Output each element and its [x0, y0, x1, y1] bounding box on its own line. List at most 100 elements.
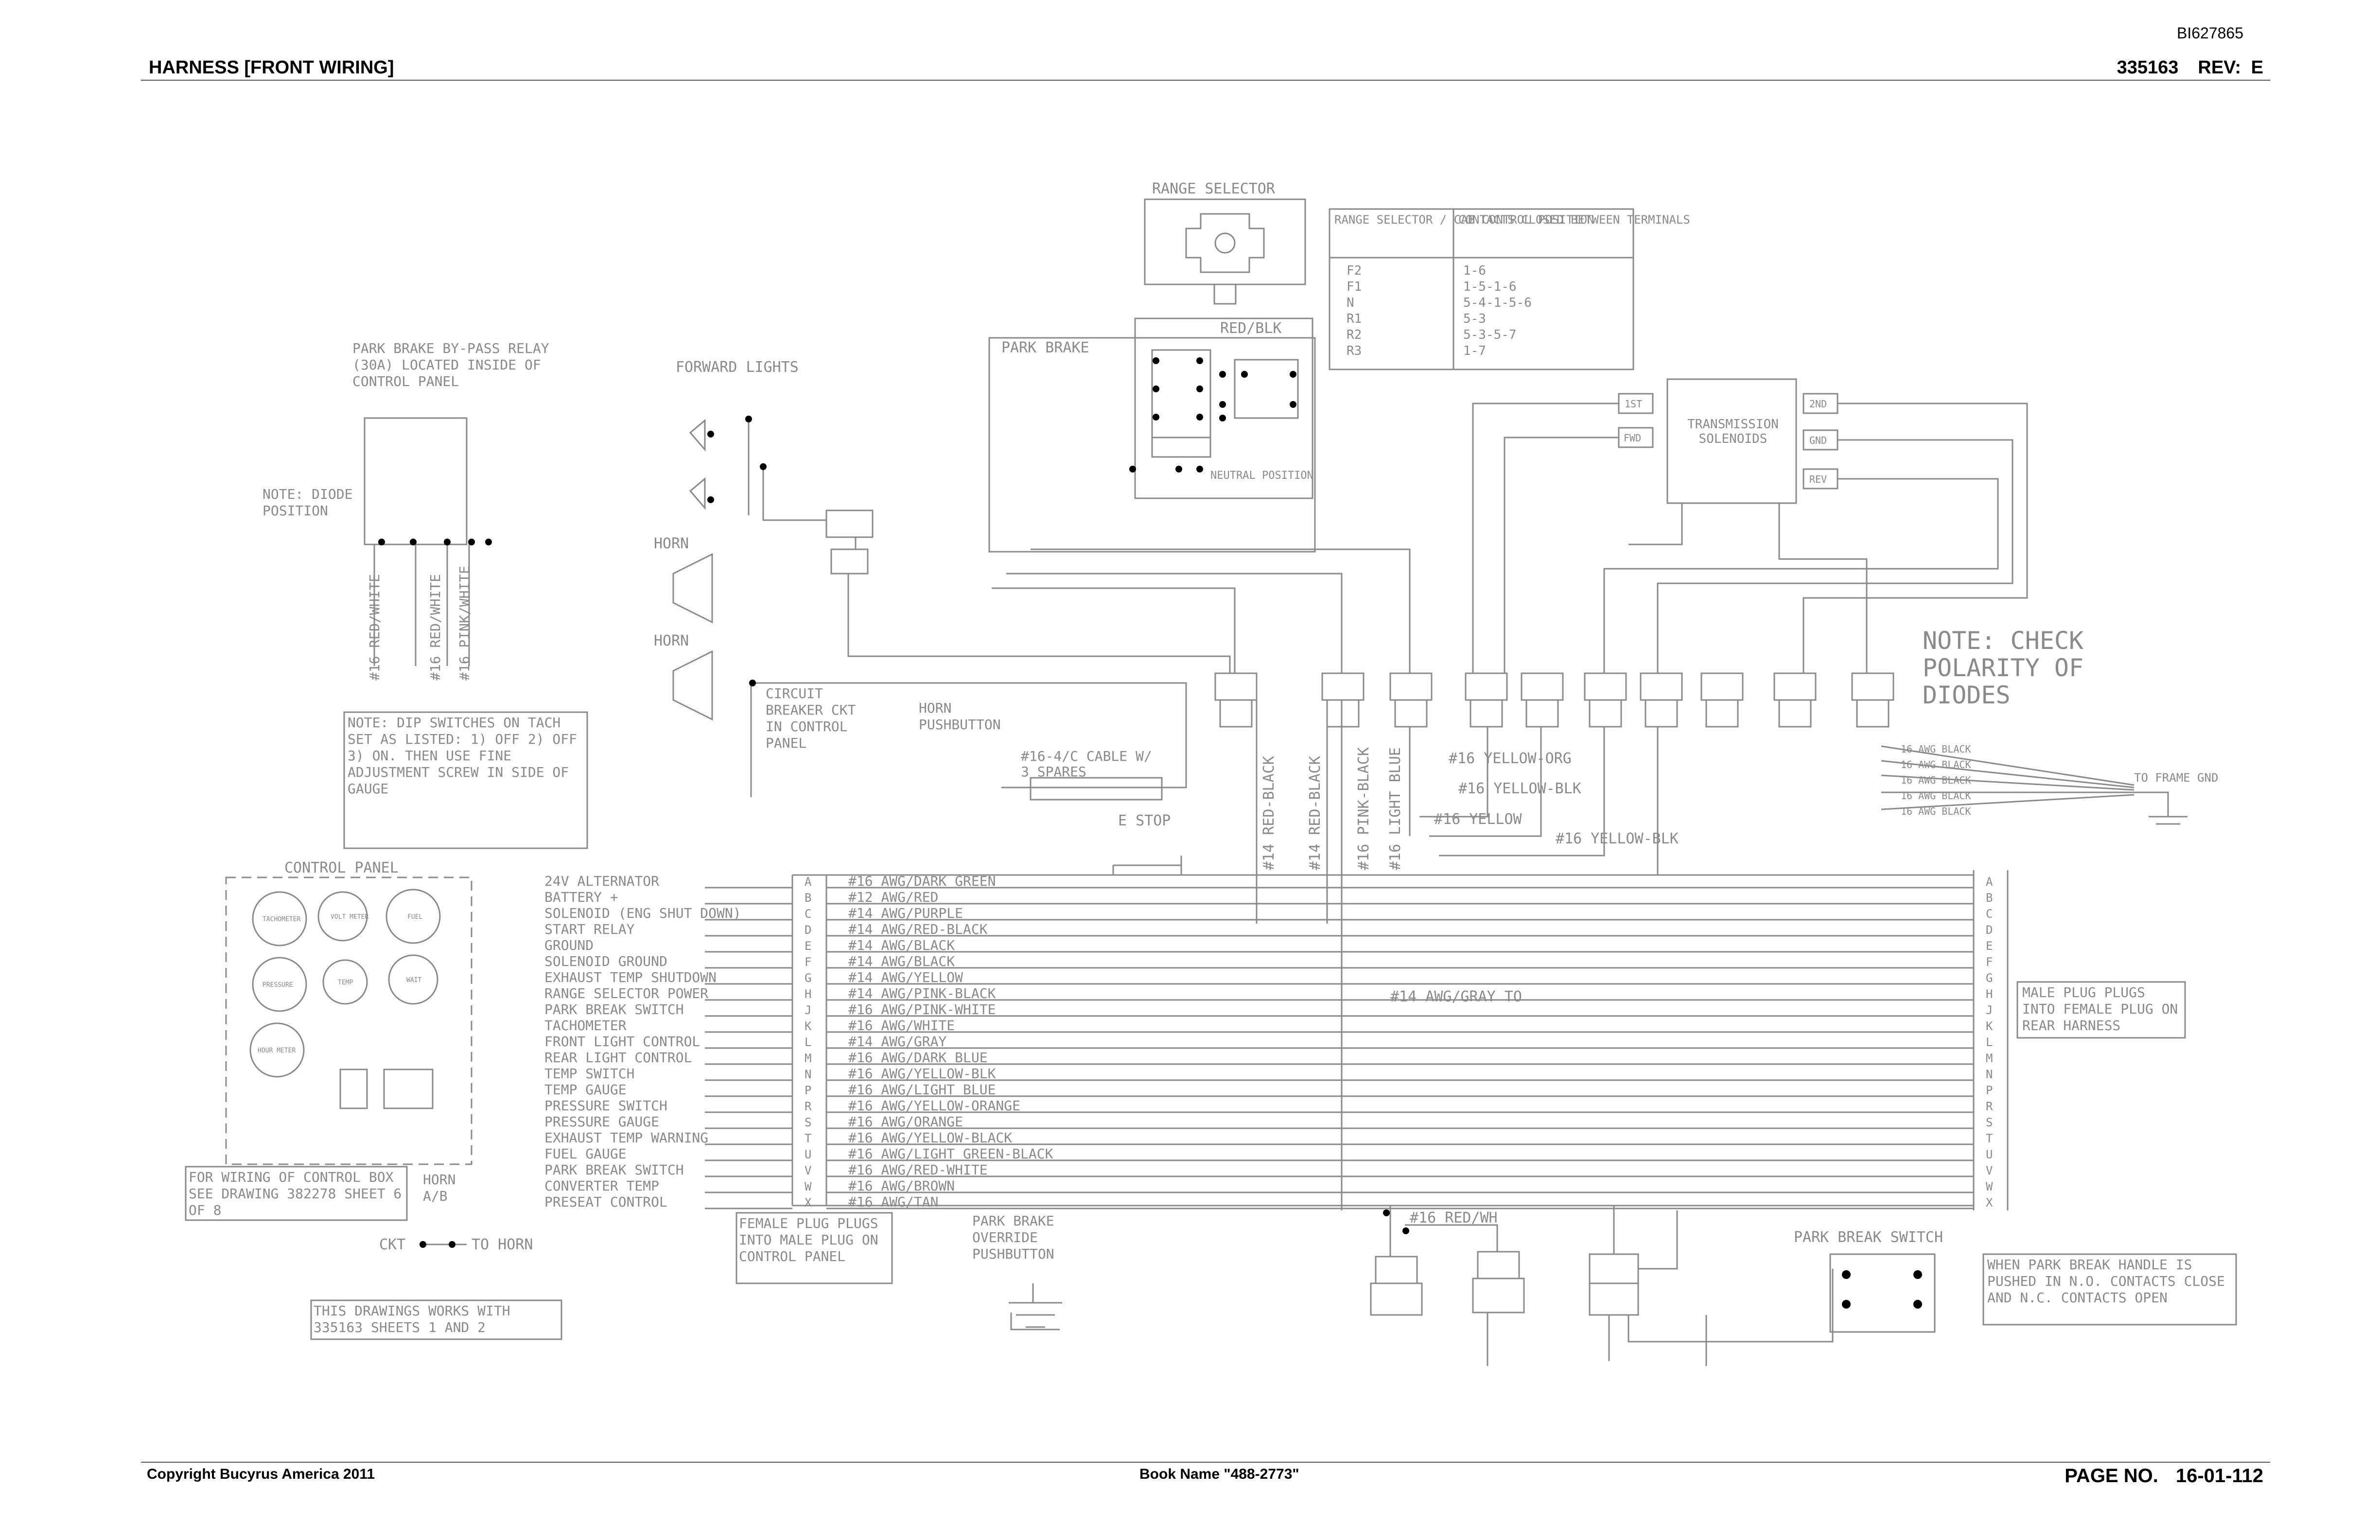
solenoid-label-rev: REV: [1809, 473, 1827, 485]
function-label: PARK BREAK SWITCH: [544, 1162, 684, 1178]
function-label: BATTERY +: [544, 889, 618, 905]
vertical-wire-label-2: #14 RED-BLACK: [1307, 756, 1324, 870]
yellow-wire-label-4: #16 YELLOW-BLK: [1556, 830, 1679, 847]
pin-label: M: [1986, 1051, 1993, 1065]
frame-ground-symbol: [2134, 791, 2188, 825]
horn-symbols: [672, 553, 713, 721]
transmission-solenoid-box: [1666, 378, 1797, 504]
range-table-cell: 5-3-5-7: [1463, 328, 1517, 342]
wire-rev: [1603, 478, 1999, 673]
pin-label: S: [1986, 1116, 1993, 1129]
wire-yellow-org: [1419, 727, 1488, 818]
works-with-note-box: [310, 1299, 562, 1340]
function-label: GROUND: [544, 937, 594, 953]
wire-label: #14 AWG/BLACK: [848, 953, 955, 969]
pin-label: N: [805, 1068, 811, 1081]
range-table-cell: R3: [1347, 344, 1362, 358]
pin-label: X: [1986, 1196, 1993, 1209]
light-wires: [748, 418, 827, 521]
gauge-label: HOUR METER: [258, 1047, 296, 1054]
neutral-relay-box: [1134, 317, 1313, 499]
park-handle-note-box: [1982, 1253, 2237, 1326]
range-table-cell: 5-3: [1463, 312, 1486, 326]
horn-avb-label: HORN A/B: [423, 1172, 455, 1204]
wire-label: #16 AWG/PINK-WHITE: [848, 1001, 996, 1017]
pin-label: X: [805, 1196, 812, 1209]
ground-wire-label: 16 AWG BLACK: [1901, 774, 1971, 786]
function-label: EXHAUST TEMP WARNING: [544, 1130, 708, 1146]
gray-wire-label: #14 AWG/GRAY TO: [1390, 988, 1522, 1005]
relay-wire-label-3: #16 PINK/WHITE: [456, 566, 472, 681]
pin-label: A: [1986, 875, 1993, 889]
yellow-wire-label-1: #16 YELLOW-ORG: [1449, 750, 1572, 767]
main-harness-bus: [791, 870, 2009, 1210]
pin-label: D: [1986, 923, 1993, 937]
female-plug-note: FEMALE PLUG PLUGS INTO MALE PLUG ON CONT…: [739, 1215, 878, 1264]
range-selector-knob: [1185, 213, 1265, 273]
to-frame-gnd-label: TO FRAME GND: [2134, 771, 2218, 785]
wire-label: #16 AWG/RED-WHITE: [848, 1162, 988, 1178]
pin-label: G: [805, 971, 811, 985]
wire-solenoid-return: [1778, 503, 1868, 673]
function-label: PRESSURE GAUGE: [544, 1114, 659, 1130]
page-label: PAGE NO.: [2065, 1465, 2158, 1487]
bus-lines: [705, 887, 1974, 1209]
range-selector-connector: [1213, 283, 1237, 305]
bottom-connector-b: [1477, 1251, 1520, 1279]
control-box-note-box: [185, 1166, 408, 1221]
copyright: Copyright Bucyrus America 2011: [147, 1466, 375, 1482]
bottom-connector-a2: [1370, 1282, 1423, 1316]
relay-wire-label-2: #16 RED/WHITE: [427, 574, 443, 681]
note-diode-position: NOTE: DIODE POSITION: [262, 486, 352, 519]
ground-wire-label: 16 AWG BLACK: [1901, 805, 1971, 817]
bottom-wires: [1389, 1206, 1834, 1366]
horn-label-1: HORN: [654, 535, 689, 552]
page-title: HARNESS [FRONT WIRING]: [149, 57, 394, 78]
pin-label: U: [805, 1148, 811, 1161]
horn-pushbutton-label: HORN PUSHBUTTON: [919, 700, 1001, 733]
function-label: RANGE SELECTOR POWER: [544, 985, 708, 1001]
relay-block-b: [1234, 359, 1299, 419]
pin-label: M: [805, 1051, 811, 1065]
pin-label: E: [805, 939, 811, 953]
red-blk-label: RED/BLK: [1220, 320, 1281, 337]
female-plug-note-box: [735, 1212, 893, 1284]
range-table-cell: R1: [1347, 312, 1362, 326]
horn-label-2: HORN: [654, 632, 689, 649]
function-label: 24V ALTERNATOR: [544, 873, 659, 889]
relay-wire-label-1: #16 RED/WHITE: [367, 574, 383, 681]
park-brake-label: PARK BRAKE: [1001, 339, 1089, 356]
relay-block-c: [1151, 437, 1211, 458]
wire-label: #16 AWG/LIGHT GREEN-BLACK: [848, 1146, 1053, 1162]
pin-label: C: [805, 907, 811, 921]
pin-label: E: [1986, 939, 1993, 953]
pin-label: F: [805, 955, 811, 969]
function-label: FUEL GAUGE: [544, 1146, 627, 1162]
function-label: TEMP GAUGE: [544, 1082, 627, 1098]
pin-label: L: [805, 1035, 811, 1049]
gauge-label: WAIT: [406, 977, 421, 984]
pin-label: G: [1986, 971, 1993, 985]
wire-label: #16 AWG/YELLOW-BLACK: [848, 1130, 1012, 1146]
bypass-relay-box: [364, 417, 468, 545]
pin-label: P: [805, 1084, 811, 1097]
vertical-wire-label-3: #16 PINK-BLACK: [1355, 747, 1372, 870]
wire-label: #16 AWG/LIGHT BLUE: [848, 1082, 996, 1098]
pin-label: H: [805, 987, 811, 1001]
solenoid-label-fwd: FWD: [1624, 432, 1641, 444]
range-table-cell: 5-4-1-5-6: [1463, 296, 1532, 310]
header-rule: [141, 80, 2270, 81]
park-break-switch-label: PARK BREAK SWITCH: [1794, 1229, 1943, 1246]
circuit-breaker-label: CIRCUIT BREAKER CKT IN CONTROL PANEL: [766, 685, 856, 751]
ground-wire-label: 16 AWG BLACK: [1901, 743, 1971, 755]
wire-fwd: [1504, 437, 1619, 673]
park-override-label: PARK BRAKE OVERRIDE PUSHBUTTON: [972, 1213, 1054, 1262]
pin-label: R: [1986, 1100, 1993, 1113]
pin-label: V: [1986, 1164, 1993, 1177]
function-label: SOLENOID GROUND: [544, 953, 667, 969]
light-connector-a: [825, 509, 874, 538]
solenoid-label-gnd: GND: [1809, 435, 1827, 446]
